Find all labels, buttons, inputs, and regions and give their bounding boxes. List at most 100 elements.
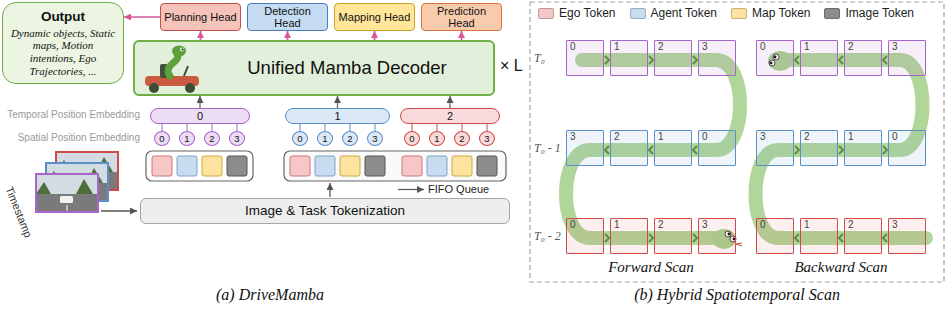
spatial-embedding: 3 — [479, 131, 495, 146]
node-text: Detection Head — [251, 5, 324, 29]
scan-label: Backward Scan — [766, 259, 916, 276]
node-text: 0 — [702, 131, 708, 142]
node-text: Prediction Head — [425, 5, 498, 29]
ego-token — [290, 156, 310, 176]
queue-direction-arrow — [398, 189, 424, 190]
node-text: 1 — [322, 134, 327, 144]
scan-token-cell: 3 — [698, 218, 736, 254]
scan-token-cell: 0 — [756, 40, 794, 76]
ego-token — [152, 156, 172, 176]
scan-token-cell: 2 — [654, 218, 692, 254]
legend: Ego TokenAgent TokenMap TokenImage Token — [538, 6, 914, 20]
connector-arrow — [337, 96, 338, 108]
image-token — [227, 156, 247, 176]
task-head-box: Mapping Head — [334, 3, 415, 31]
embedding-label: Temporal Position Embedding — [2, 109, 140, 120]
figure-caption: (b) Hybrid Spatiotemporal Scan — [587, 286, 887, 304]
scan-token-cell: 2 — [844, 218, 882, 254]
scan-token-cell: 0 — [888, 130, 926, 166]
scan-token-cell: 0 — [566, 218, 604, 254]
node-text: 2 — [447, 111, 453, 122]
spatial-embedding: 1 — [179, 131, 195, 146]
legend-item: Image Token — [824, 6, 914, 20]
photo-border — [36, 174, 98, 212]
node-text: 2 — [804, 131, 810, 142]
legend-swatch — [824, 8, 840, 19]
node-text: 2 — [614, 131, 620, 142]
node-text: 2 — [848, 41, 854, 52]
connector-arrow — [124, 16, 160, 18]
temporal-embedding: 0 — [150, 108, 250, 124]
node-text: 2 — [209, 134, 214, 144]
connector-arrow — [212, 124, 213, 131]
repeat-label: × L — [500, 57, 523, 75]
decoder-block: Unified Mamba Decoder — [133, 40, 495, 96]
scan-token-cell: 1 — [844, 130, 882, 166]
legend-swatch — [538, 8, 554, 19]
node-text: Output — [41, 9, 85, 25]
row-label: T₀ - 1 — [534, 141, 561, 156]
node-text: Planning Head — [164, 11, 236, 23]
zoom-panel-frame — [530, 2, 944, 282]
spatial-embedding: 2 — [342, 131, 358, 146]
node-text: 1 — [614, 219, 620, 230]
camera-image-stack — [36, 152, 118, 212]
connector-arrow — [350, 124, 351, 131]
node-text: 0 — [570, 41, 576, 52]
scan-token-cell: 1 — [654, 130, 692, 166]
connector-arrow — [487, 124, 488, 131]
row-label: T₀ — [534, 51, 545, 66]
connector-arrow — [187, 124, 188, 131]
snake-body — [756, 60, 927, 238]
connector-arrow — [200, 31, 202, 40]
node-text: 0 — [159, 134, 164, 144]
legend-text: Agent Token — [651, 6, 718, 20]
token-row — [152, 156, 497, 176]
scan-token-cell: 2 — [654, 40, 692, 76]
agent-token — [427, 156, 447, 176]
embedding-label: Spatial Position Embedding — [2, 132, 140, 143]
node-text: 0 — [297, 134, 302, 144]
snake-tongue — [736, 243, 742, 246]
connector-arrow — [237, 124, 238, 131]
node-text: 0 — [197, 111, 203, 122]
node-text: 1 — [334, 111, 340, 122]
connector-arrow — [287, 31, 289, 40]
scan-token-cell: 3 — [698, 40, 736, 76]
node-text: 3 — [570, 131, 576, 142]
scan-token-cell: 0 — [698, 130, 736, 166]
node-text: 2 — [848, 219, 854, 230]
node-text: 3 — [702, 41, 708, 52]
node-text: 1 — [184, 134, 189, 144]
camera-photo — [36, 174, 98, 212]
map-token — [202, 156, 222, 176]
input-arrow — [101, 210, 137, 211]
node-text: 1 — [804, 41, 810, 52]
node-text: 1 — [848, 131, 854, 142]
scan-token-cell: 2 — [610, 130, 648, 166]
node-text: Image & Task Tokenization — [245, 203, 405, 219]
connector-arrow — [437, 124, 438, 131]
node-text: 3 — [484, 134, 489, 144]
agent-token — [315, 156, 335, 176]
node-text: 3 — [892, 41, 898, 52]
legend-item: Map Token — [731, 6, 810, 20]
connector-arrow — [461, 31, 463, 40]
node-text: 0 — [570, 219, 576, 230]
connector-arrow — [199, 96, 200, 108]
node-text: 3 — [702, 219, 708, 230]
map-token — [452, 156, 472, 176]
output-box: OutputDynamic objects, Static maps, Moti… — [2, 2, 124, 84]
scan-token-cell: 3 — [888, 218, 926, 254]
temporal-embedding: 1 — [285, 108, 390, 124]
node-text: Unified Mamba Decoder — [247, 57, 446, 79]
connector-arrow — [462, 124, 463, 131]
spatial-embedding: 3 — [367, 131, 383, 146]
node-text: 0 — [760, 219, 766, 230]
node-text: Mapping Head — [339, 11, 411, 23]
spatial-embedding: 0 — [292, 131, 308, 146]
node-text: 2 — [658, 219, 664, 230]
connector-arrow — [412, 124, 413, 131]
row-label: T₀ - 2 — [534, 229, 561, 244]
node-text: 3 — [234, 134, 239, 144]
